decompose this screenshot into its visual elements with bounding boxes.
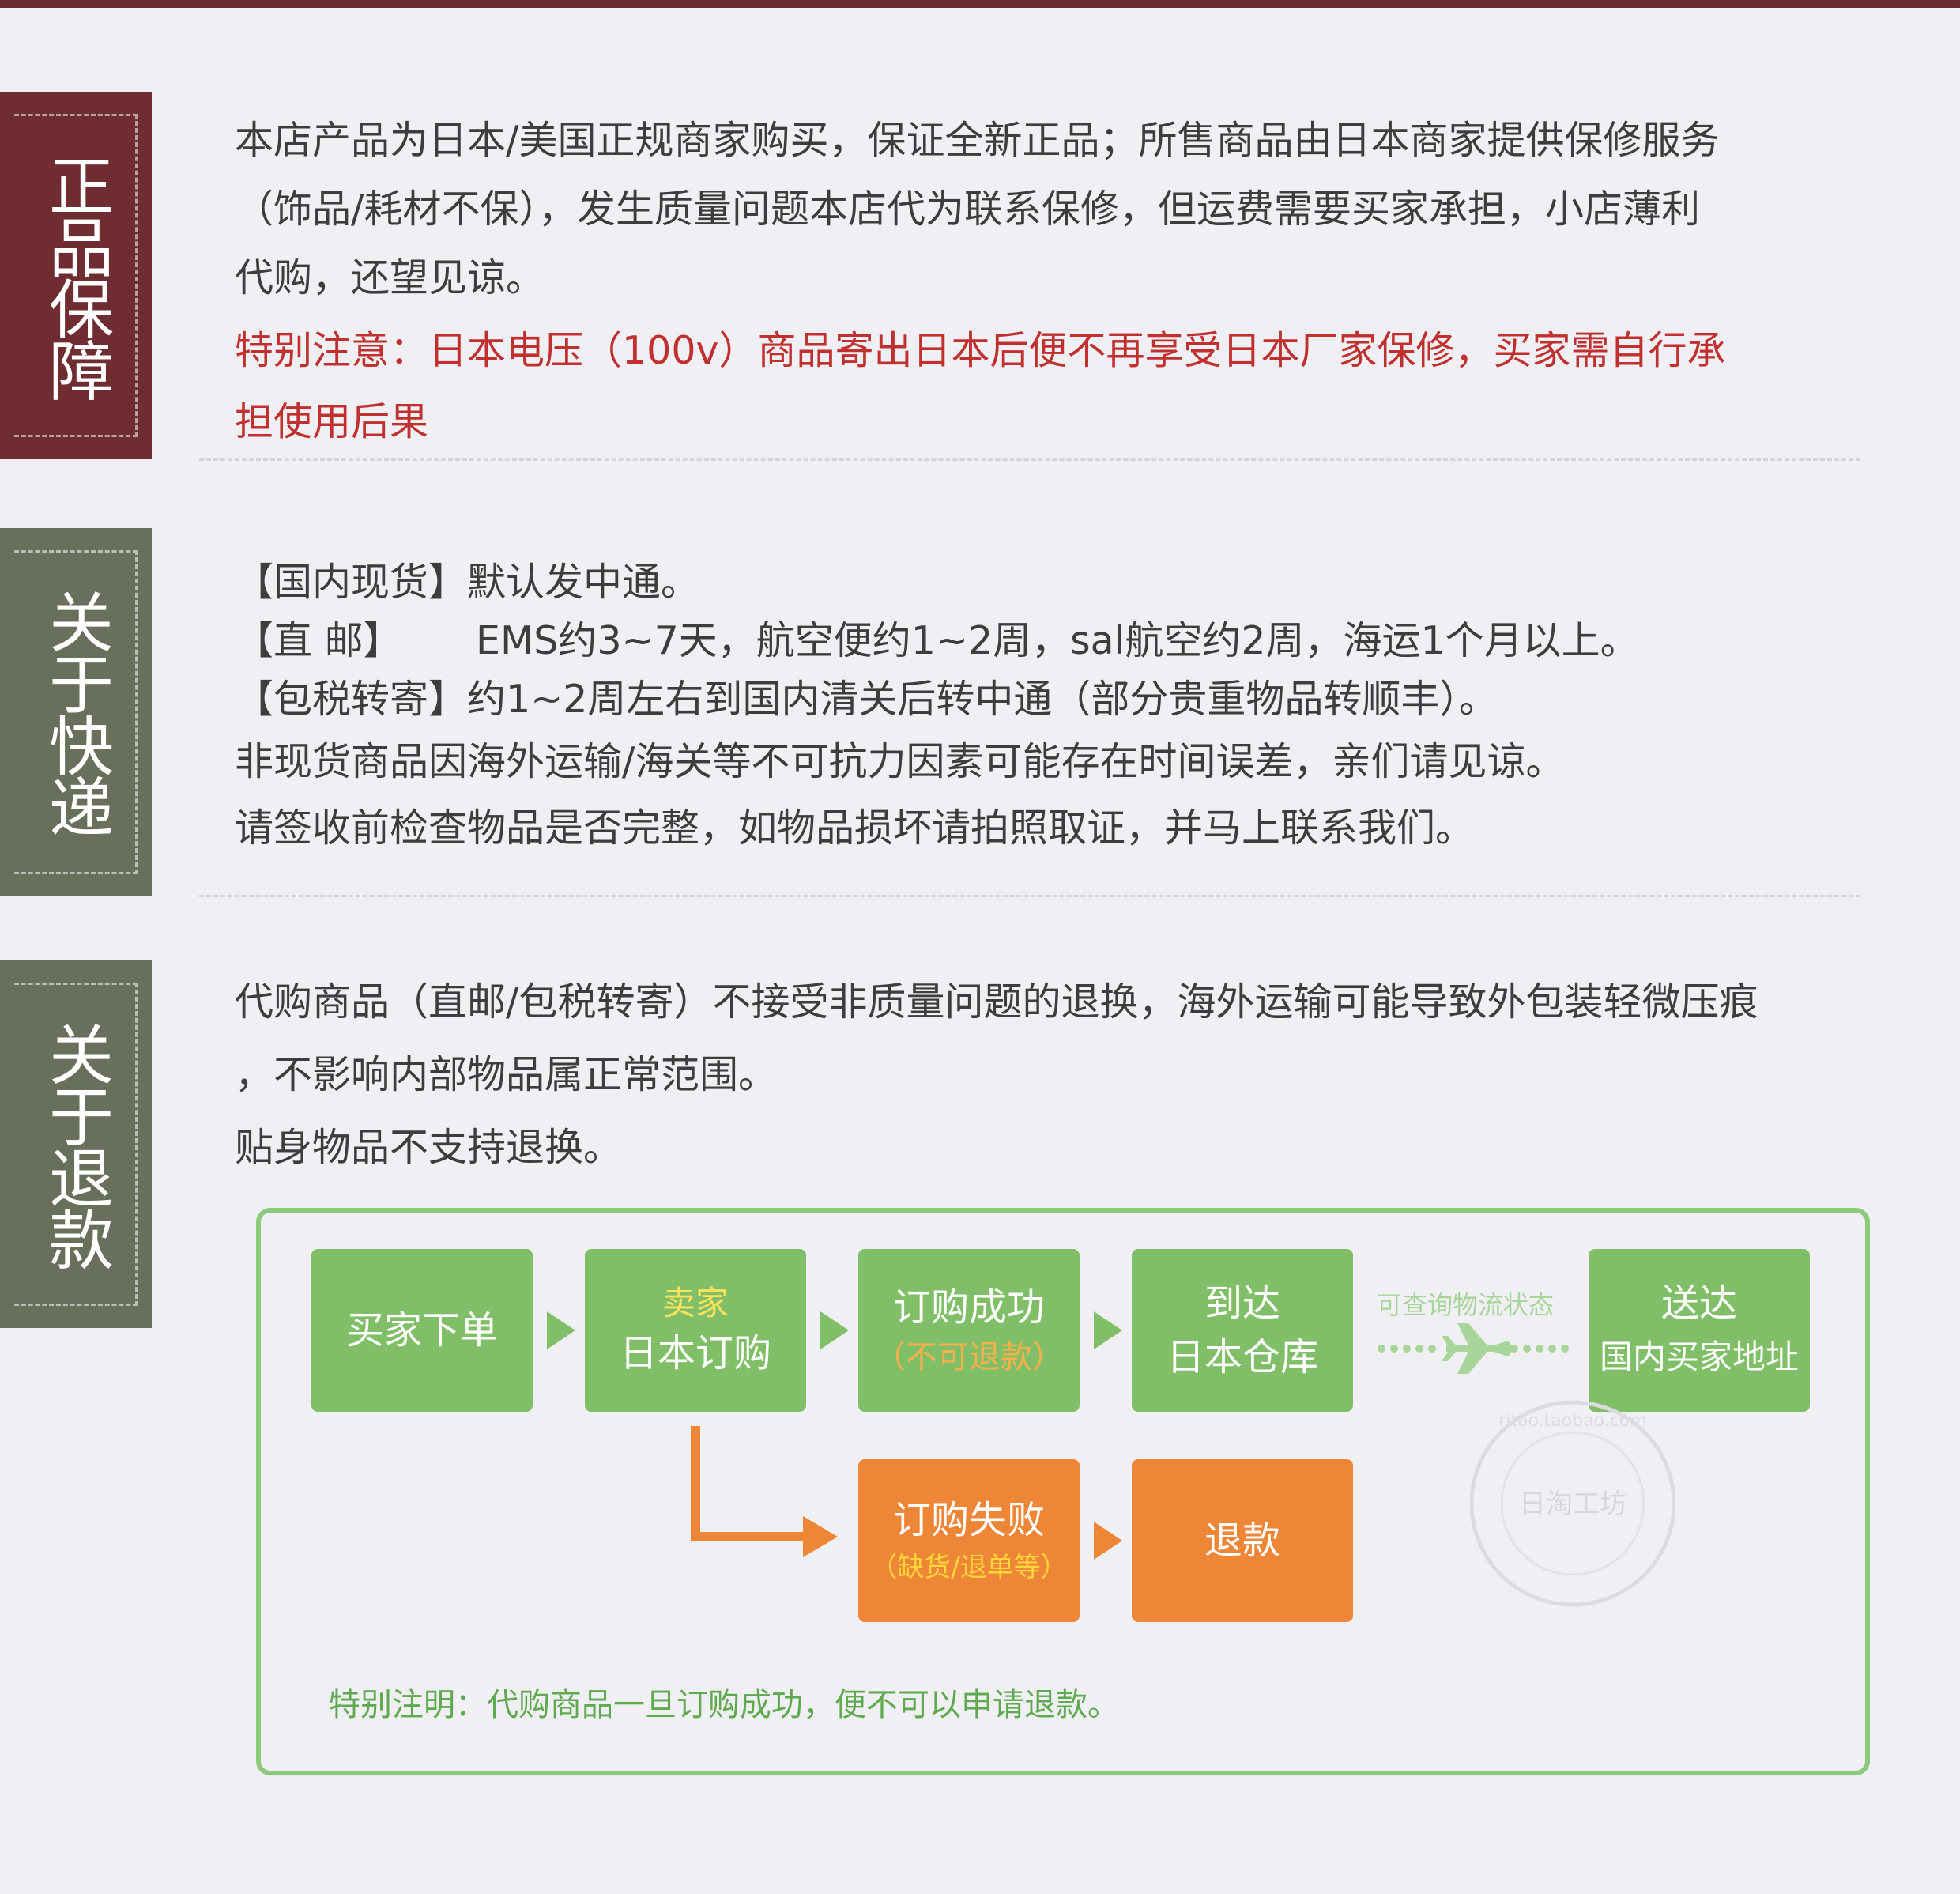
step-refund: 退款 — [1132, 1459, 1353, 1622]
tab-guarantee: 正品保障 — [0, 92, 152, 459]
express-row: 【包税转寄】约1~2周左右到国内清关后转中通（部分贵重物品转顺丰）。 — [235, 670, 1639, 729]
step-seller-top: 卖家 — [662, 1284, 729, 1322]
refund-line: 代购商品（直邮/包税转寄）不接受非质量问题的退换，海外运输可能导致外包装轻微压痕 — [235, 979, 1758, 1024]
express-text: 【国内现货】默认发中通。 【直 邮】 EMS约3~7天，航空便约1~2周，sal航… — [235, 553, 1639, 862]
express-detail: 约1~2周左右到国内清关后转中通（部分贵重物品转顺丰）。 — [467, 677, 1498, 722]
express-detail: 默认发中通。 — [467, 560, 700, 605]
section-divider — [199, 895, 1860, 897]
voltage-notice: 担使用后果 — [235, 399, 429, 444]
guarantee-text: 本店产品为日本/美国正规商家购买，保证全新正品；所售商品由日本商家提供保修服务 … — [235, 106, 1879, 458]
tab-refund: 关于退款 — [0, 960, 152, 1328]
express-tag: 【包税转寄】 — [235, 677, 468, 722]
express-tag: 【直 邮】 — [235, 618, 402, 663]
refund-flow-chart: 买家下单 卖家 日本订购 订购成功 （不可退款） 到达 日本仓库 可查询物流状态… — [256, 1208, 1870, 1775]
refund-line: ，不影响内部物品属正常范围。 — [235, 1052, 778, 1097]
guarantee-line: （饰品/耗材不保），发生质量问题本店代为联系保修，但运费需要买家承担，小店薄利 — [235, 187, 1701, 232]
step-order-success: 订购成功 （不可退款） — [858, 1249, 1080, 1412]
tab-express-label: 关于快递 — [37, 589, 113, 836]
tab-express: 关于快递 — [0, 528, 152, 896]
tracking-label: 可查询物流状态 — [1377, 1290, 1555, 1320]
express-row: 【直 邮】 EMS约3~7天，航空便约1~2周，sal航空约2周，海运1个月以上。 — [235, 612, 1639, 670]
step-buyer-order: 买家下单 — [311, 1249, 533, 1412]
step-deliver-domestic: 送达 国内买家地址 — [1589, 1249, 1810, 1412]
step-success-sub: （不可退款） — [874, 1339, 1064, 1375]
arrow-icon — [547, 1311, 575, 1349]
express-tag: 【国内现货】 — [235, 560, 468, 605]
voltage-notice: 特别注意：日本电压（100v）商品寄出日本后便不再享受日本厂家保修，买家需自行承 — [235, 328, 1726, 373]
step-deliver-bottom: 国内买家地址 — [1599, 1337, 1799, 1376]
express-note: 请签收前检查物品是否完整，如物品损坏请拍照取证，并马上联系我们。 — [235, 806, 1475, 851]
step-arrive-japan: 到达 日本仓库 — [1132, 1249, 1353, 1412]
watermark-text: 日淘工坊 — [1519, 1488, 1626, 1520]
guarantee-line: 代购，还望见谅。 — [235, 255, 545, 300]
arrow-icon — [820, 1311, 849, 1349]
refund-text: 代购商品（直邮/包税转寄）不接受非质量问题的退换，海外运输可能导致外包装轻微压痕… — [235, 966, 1758, 1184]
fail-branch-arrow — [691, 1426, 838, 1557]
express-note: 非现货商品因海外运输/海关等不可抗力因素可能存在时间误差，亲们请见谅。 — [235, 739, 1565, 784]
express-row: 【国内现货】默认发中通。 — [235, 553, 1639, 612]
express-detail: EMS约3~7天，航空便约1~2周，sal航空约2周，海运1个月以上。 — [476, 618, 1639, 663]
tab-guarantee-label: 正品保障 — [37, 152, 113, 399]
section-divider — [199, 458, 1860, 461]
airplane-icon — [1378, 1323, 1569, 1374]
arrow-icon — [1094, 1311, 1122, 1349]
step-arrive-bottom: 日本仓库 — [1166, 1335, 1318, 1379]
step-success-top: 订购成功 — [892, 1285, 1045, 1330]
step-fail-sub: （缺货/退单等） — [870, 1552, 1068, 1583]
step-arrive-top: 到达 — [1204, 1281, 1280, 1326]
refund-line: 贴身物品不支持退换。 — [235, 1125, 623, 1170]
step-deliver-top: 送达 — [1660, 1281, 1737, 1326]
step-fail-top: 订购失败 — [892, 1498, 1045, 1542]
step-refund-label: 退款 — [1204, 1519, 1280, 1563]
step-seller-bottom: 日本订购 — [619, 1331, 771, 1375]
tab-refund-label: 关于退款 — [37, 1021, 113, 1268]
top-border — [0, 0, 1960, 8]
step-order-fail: 订购失败 （缺货/退单等） — [858, 1459, 1080, 1622]
arrow-icon — [1094, 1522, 1122, 1560]
watermark-url: ritao.taobao.com — [1498, 1411, 1646, 1431]
step-buyer-order-label: 买家下单 — [345, 1308, 498, 1353]
watermark-stamp: 日淘工坊 ritao.taobao.com — [1469, 1400, 1676, 1607]
flow-special-note: 特别注明：代购商品一旦订购成功，便不可以申请退款。 — [329, 1687, 1119, 1723]
step-seller-order: 卖家 日本订购 — [585, 1249, 806, 1412]
guarantee-line: 本店产品为日本/美国正规商家购买，保证全新正品；所售商品由日本商家提供保修服务 — [235, 118, 1720, 163]
